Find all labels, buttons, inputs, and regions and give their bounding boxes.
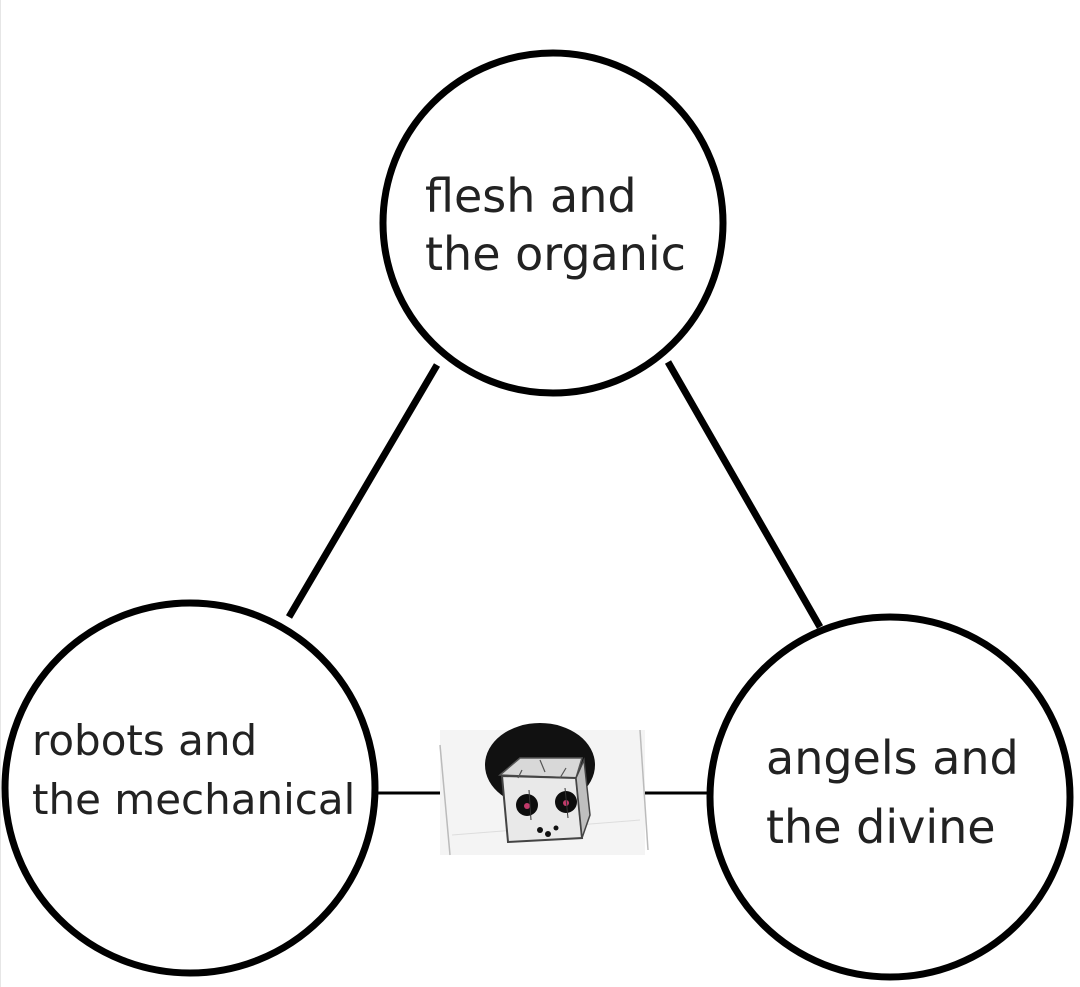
node-circle-flesh — [379, 49, 727, 397]
node-label-angels-line2: the divine — [766, 800, 996, 854]
node-label-flesh-line1: flesh and — [425, 169, 637, 223]
node-label-robots: robots and the mechanical — [32, 712, 355, 830]
edge-flesh-robots — [285, 363, 441, 619]
node-label-flesh: flesh and the organic — [425, 168, 686, 283]
node-label-angels: angels and the divine — [766, 724, 1019, 862]
edge-flesh-angels — [664, 360, 824, 629]
node-label-flesh-line2: the organic — [425, 226, 686, 281]
node-label-robots-line2: the mechanical — [32, 774, 356, 824]
node-circle-robots — [1, 599, 379, 977]
node-label-angels-line1: angels and — [766, 731, 1019, 785]
node-label-robots-line1: robots and — [32, 716, 258, 765]
node-circle-angels — [706, 613, 1074, 981]
page-edge — [0, 0, 1, 987]
robot-cube-face-icon — [439, 723, 649, 856]
